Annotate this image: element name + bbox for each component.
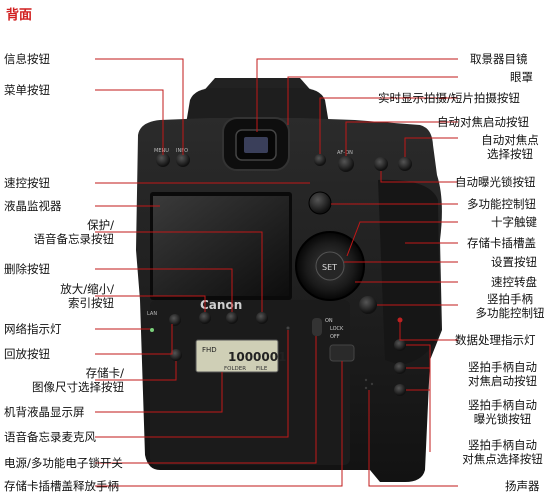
lcd-file: FILE [256,366,268,372]
label-af-point-button: 自动对焦点 选择按钮 [470,133,550,161]
menu-button[interactable] [156,153,170,167]
label-power-switch: 电源/多功能电子锁开关 [4,456,123,470]
label-eyecup: 眼罩 [510,70,533,84]
card-slot-lever[interactable] [329,344,355,362]
live-view-button[interactable] [314,154,326,166]
menu-label: MENU [154,148,169,154]
brand-logo: Canon [200,298,242,312]
label-lan-lamp: 网络指示灯 [4,322,62,336]
vertical-af-point-button[interactable] [394,384,406,396]
label-lcd-monitor: 液晶监视器 [4,199,62,213]
info-button[interactable] [176,153,190,167]
erase-button[interactable] [226,312,238,324]
label-magnify-text: 放大/缩小/ 索引按钮 [60,282,114,310]
label-protect-button: 保护/ 语音备忘录按钮 [4,218,115,246]
power-off-label: OFF [330,334,340,340]
lan-lamp [150,328,154,332]
set-button[interactable] [315,251,345,281]
label-af-point-text: 自动对焦点 选择按钮 [481,133,539,161]
label-card-select-text: 存储卡/ 图像尺寸选择按钮 [32,366,124,394]
lcd-value: 1000001 [228,350,286,364]
ae-lock-button[interactable] [374,157,388,171]
label-vertical-af-on-text: 竖拍手柄自动 对焦启动按钮 [468,360,537,388]
magnify-button[interactable] [199,312,211,324]
label-af-on-button: 自动对焦启动按钮 [437,115,529,129]
label-card-select-button: 存储卡/ 图像尺寸选择按钮 [4,366,124,394]
label-microphone: 语音备忘录麦克风 [4,430,96,444]
power-on-label: ON [325,318,333,324]
vertical-af-on-button[interactable] [394,339,406,351]
lcd-fhd: FHD [202,346,217,354]
card-select-button[interactable] [170,349,182,361]
label-playback-button: 回放按钮 [4,347,50,361]
label-access-lamp: 数据处理指示灯 [455,333,536,347]
label-vertical-multi-controller: 竖拍手柄 多功能控制钮 [470,292,550,320]
speaker [364,378,374,390]
multi-controller[interactable] [308,191,332,215]
label-menu-button: 菜单按钮 [4,83,50,97]
label-vertical-multi-text: 竖拍手柄 多功能控制钮 [475,292,545,320]
label-multi-controller: 多功能控制钮 [467,197,536,211]
label-set-button: 设置按钮 [491,255,537,269]
power-lock-label: LOCK [330,326,344,332]
label-cross-keys: 十字触键 [491,215,537,229]
label-vertical-af-point: 竖拍手柄自动 对焦点选择按钮 [455,438,550,466]
label-vertical-ae-lock: 竖拍手柄自动 曝光锁按钮 [455,398,550,426]
label-speaker: 扬声器 [505,479,540,493]
af-point-button[interactable] [398,157,412,171]
label-quick-control: 速控按钮 [4,176,50,190]
page-title: 背面 [6,8,33,23]
label-protect-text: 保护/ 语音备忘录按钮 [33,218,115,246]
camera-body: FHD 1000001 FOLDER FILE Canon SET MENU I… [136,78,442,482]
af-on-button[interactable] [338,156,354,172]
vertical-multi-controller[interactable] [359,296,377,314]
microphone [286,326,290,330]
label-live-view-button: 实时显示拍摄/短片拍摄按钮 [378,91,520,105]
protect-button[interactable] [256,312,268,324]
label-magnify-button: 放大/缩小/ 索引按钮 [4,282,114,310]
label-card-slot-cover: 存储卡插槽盖 [467,236,536,250]
lcd-folder: FOLDER [224,366,246,372]
label-vertical-af-on: 竖拍手柄自动 对焦启动按钮 [455,360,550,388]
playback-button[interactable] [169,314,181,326]
label-vertical-ae-lock-text: 竖拍手柄自动 曝光锁按钮 [468,398,537,426]
label-card-slot-lever: 存储卡插槽盖释放手柄 [4,479,119,493]
leader-lines [95,58,458,487]
label-quick-control-dial: 速控转盘 [491,275,537,289]
access-lamp [397,317,403,323]
power-switch[interactable] [312,318,322,336]
label-vertical-af-point-text: 竖拍手柄自动 对焦点选择按钮 [462,438,543,466]
af-on-label: AF-ON [337,150,353,156]
vertical-ae-lock-button[interactable] [394,362,406,374]
set-label: SET [322,263,337,272]
label-eyepiece: 取景器目镜 [470,52,528,66]
label-erase-button: 删除按钮 [4,262,50,276]
info-label: INFO [176,148,188,154]
label-ae-lock-button: 自动曝光锁按钮 [455,175,536,189]
label-rear-lcd: 机背液晶显示屏 [4,405,85,419]
lan-label: LAN [147,311,157,317]
label-info-button: 信息按钮 [4,52,50,66]
